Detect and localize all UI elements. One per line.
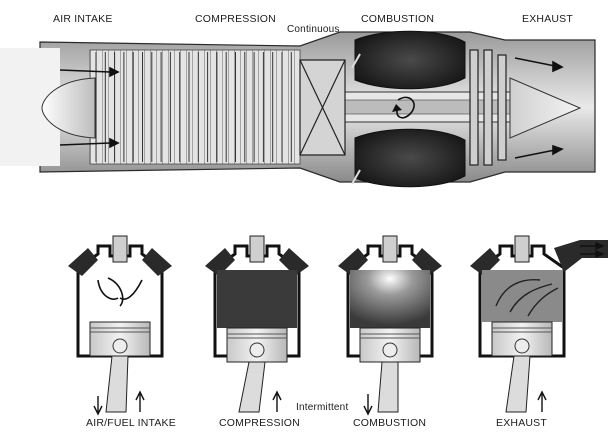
exhaust-arrows: [514, 57, 564, 159]
exhaust-cone: [509, 77, 582, 139]
diffuser-frame: [299, 59, 346, 156]
turbine-stages: [469, 49, 507, 166]
cylinder-exhaust: [470, 235, 608, 413]
label-combustion: COMBUSTION: [361, 13, 435, 25]
cylinder-combustion: [338, 235, 442, 416]
label-continuous: Continuous: [287, 24, 340, 35]
combustion-chamber-bottom: [351, 128, 466, 188]
label-air-intake: AIR INTAKE: [53, 13, 113, 25]
label-intermittent: Intermittent: [296, 402, 349, 413]
label-piston-exhaust: EXHAUST: [496, 417, 547, 429]
nose-cone: [41, 77, 96, 139]
label-piston-compression: COMPRESSION: [219, 417, 300, 429]
label-piston-combustion: COMBUSTION: [353, 417, 427, 429]
rotation-arrow: [396, 96, 415, 119]
compressor-blades: [89, 49, 301, 165]
cylinder-intake: [68, 235, 172, 416]
cylinder-compression: [205, 235, 309, 413]
intake-arrows: [59, 66, 120, 149]
label-air-fuel-intake: AIR/FUEL INTAKE: [86, 417, 176, 429]
label-compression: COMPRESSION: [195, 13, 276, 25]
combustion-chamber-top: [351, 30, 466, 90]
label-exhaust: EXHAUST: [522, 13, 573, 25]
turbine-engine-illustration: [0, 30, 596, 188]
